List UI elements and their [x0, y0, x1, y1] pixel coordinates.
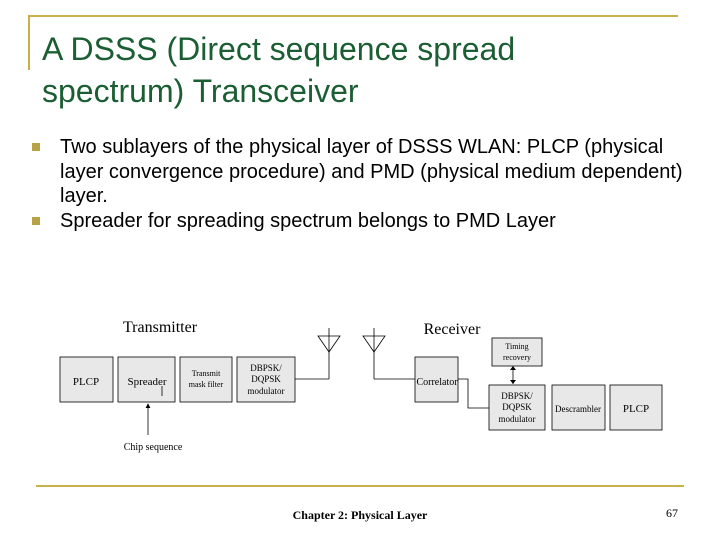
- spreader-block: Spreader: [117, 356, 176, 403]
- page-number: 67: [666, 506, 678, 520]
- slide-title-line-2: spectrum) Transceiver: [42, 73, 359, 109]
- rx-plcp-block: PLCP: [609, 384, 663, 431]
- rx-modulator-label-2: DQPSK: [502, 402, 532, 412]
- frame-left-rule: [28, 15, 30, 70]
- rx-modulator-label-1: DBPSK/: [501, 391, 533, 401]
- frame-top-rule: [28, 15, 678, 17]
- tx-plcp-block: PLCP: [59, 356, 114, 403]
- tx-modulator-label-3: modulator: [248, 386, 285, 396]
- footer-chapter: Chapter 2: Physical Layer: [292, 508, 428, 522]
- descrambler-block: Descrambler: [551, 384, 606, 431]
- transceiver-diagram: Transmitter Receiver PLCP Spreader Trans…: [59, 319, 663, 453]
- receiver-label: Receiver: [424, 321, 482, 338]
- bullet-item: Two sublayers of the physical layer of D…: [32, 135, 692, 209]
- rx-antenna-icon: [362, 328, 386, 379]
- transmitter-label: Transmitter: [123, 319, 198, 336]
- rx-modulator-label-3: modulator: [499, 414, 536, 424]
- chip-sequence-label: Chip sequence: [124, 442, 183, 453]
- footer-rule: [36, 485, 684, 487]
- tx-modulator-label-2: DQPSK: [251, 374, 281, 384]
- correlator-to-modulator-line: [458, 378, 489, 409]
- slide-title-line-1: A DSSS (Direct sequence spread: [42, 31, 516, 67]
- bullet-square-icon: [32, 143, 40, 151]
- rx-plcp-label: PLCP: [623, 403, 649, 415]
- descrambler-label: Descrambler: [555, 404, 601, 414]
- spreader-label: Spreader: [127, 376, 166, 388]
- tx-filter-label-2: mask filter: [189, 380, 224, 389]
- timing-recovery-label-1: Timing: [505, 342, 528, 351]
- correlator-label: Correlator: [416, 377, 458, 388]
- timing-recovery-label-2: recovery: [503, 353, 531, 362]
- bullet-text: Spreader for spreading spectrum belongs …: [60, 209, 556, 232]
- bullet-square-icon: [32, 216, 40, 225]
- rx-modulator-block: DBPSK/ DQPSK modulator: [488, 384, 546, 431]
- tx-modulator-label-1: DBPSK/: [250, 363, 282, 373]
- timing-link-arrows: [510, 366, 516, 384]
- bullet-text: Two sublayers of the physical layer of D…: [60, 136, 683, 207]
- bullet-item: Spreader for spreading spectrum belongs …: [32, 209, 692, 234]
- tx-filter-block: Transmit mask filter: [179, 356, 233, 403]
- tx-antenna-icon: [317, 328, 341, 379]
- bullet-list: Two sublayers of the physical layer of D…: [32, 135, 692, 233]
- correlator-block: Correlator: [414, 356, 459, 403]
- timing-recovery-block: Timing recovery: [491, 337, 543, 367]
- tx-modulator-block: DBPSK/ DQPSK modulator: [236, 356, 296, 403]
- tx-plcp-label: PLCP: [73, 376, 99, 388]
- slide-title: A DSSS (Direct sequence spread spectrum)…: [42, 28, 682, 112]
- tx-filter-label-1: Transmit: [192, 369, 221, 378]
